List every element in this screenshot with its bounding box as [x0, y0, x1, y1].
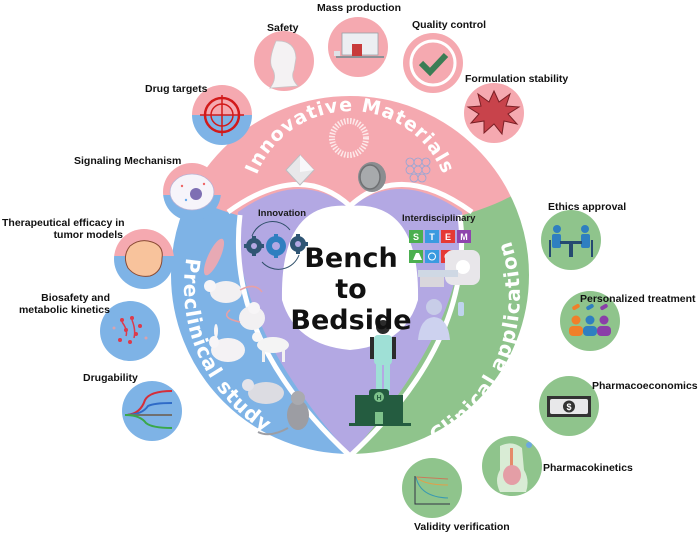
satellite-formulation-stability [464, 83, 524, 143]
title-line-1: Bench [304, 243, 398, 274]
materials-lobe [170, 95, 530, 230]
svg-text:T: T [429, 232, 435, 242]
monkey-icon [257, 391, 309, 436]
label-pharmacoeconomics: Pharmacoeconomics [592, 380, 698, 392]
label-safety: Safety [267, 22, 299, 34]
svg-text:E: E [445, 232, 451, 242]
satellite-drugability [122, 381, 182, 441]
label-ethics-approval: Ethics approval [548, 201, 627, 213]
label-drugability: Drugability [83, 372, 138, 384]
satellite-biosafety [100, 301, 160, 361]
pig-icon [242, 379, 284, 404]
satellite-quality-control [403, 33, 463, 93]
label-validity-verification: Validity verification [414, 521, 510, 533]
zebrafish-icon [203, 238, 225, 276]
liposome-icon [329, 118, 369, 158]
lab-equipment-icon [334, 32, 384, 58]
label-biosafety-line1: Biosafety and [41, 292, 110, 304]
center-title: Bench to Bedside [290, 243, 412, 336]
label-pharmacokinetics: Pharmacokinetics [543, 462, 633, 474]
svg-text:H: H [376, 395, 381, 402]
label-mass-production: Mass production [317, 2, 402, 14]
cell-icon [169, 173, 215, 211]
masked-head-icon [269, 40, 299, 89]
doctor-icon [370, 320, 396, 391]
crosshair-target-icon [200, 95, 244, 136]
patient-icon [418, 299, 464, 340]
tumor-icon [124, 240, 163, 277]
satellite-validity-verification [402, 458, 462, 518]
survival-curve-icon [414, 476, 450, 505]
patients-pills-icon [569, 304, 611, 336]
satellite-pharmacoeconomics: $ [539, 376, 599, 436]
gears-icon [244, 221, 308, 270]
rabbit-icon [209, 324, 245, 362]
meeting-icon [549, 225, 593, 257]
banknote-icon: $ [547, 396, 591, 417]
satellite-mass-production [328, 17, 388, 77]
center-lens [281, 205, 419, 350]
label-therapeutic-efficacy: Therapeutical efficacy in tumor models [2, 217, 125, 241]
label-drug-targets: Drug targets [145, 83, 208, 95]
nanodisc-icon [358, 162, 386, 192]
label-quality-control: Quality control [412, 19, 487, 31]
svg-text:S: S [413, 232, 419, 242]
title-line-3: Bedside [290, 305, 412, 336]
hospital-icon: H [349, 389, 411, 426]
rat-icon [225, 302, 265, 330]
burst-icon [466, 89, 521, 136]
mri-scanner-icon [418, 250, 480, 287]
satellite-safety [254, 31, 314, 91]
svg-text:$: $ [566, 402, 571, 412]
satellite-ethics-approval [541, 210, 601, 270]
satellite-pharmacokinetics [482, 436, 542, 496]
label-biosafety: Biosafety and metabolic kinetics [10, 292, 110, 316]
interdisciplinary-label: Interdisciplinary [402, 213, 476, 224]
label-therapeutic-efficacy-line1: Therapeutical efficacy in [2, 217, 125, 229]
label-formulation-stability: Formulation stability [465, 73, 569, 85]
innovation-label: Innovation [258, 208, 307, 219]
label-therapeutic-efficacy-line2: tumor models [53, 229, 123, 241]
mouse-icon [204, 280, 263, 303]
satellite-personalized-treatment [560, 291, 620, 351]
dog-icon [252, 332, 289, 362]
digestive-system-icon [497, 442, 532, 492]
label-signaling-mechanism: Signaling Mechanism [74, 155, 182, 167]
label-personalized-treatment: Personalized treatment [580, 293, 696, 305]
curves-icon [124, 390, 173, 429]
title-line-2: to [335, 274, 367, 305]
octahedron-crystal-icon [285, 154, 315, 186]
checkmark-icon [418, 52, 449, 77]
label-biosafety-line2: metabolic kinetics [18, 304, 110, 316]
svg-text:M: M [460, 232, 468, 242]
mesh-network-icon [405, 157, 431, 183]
